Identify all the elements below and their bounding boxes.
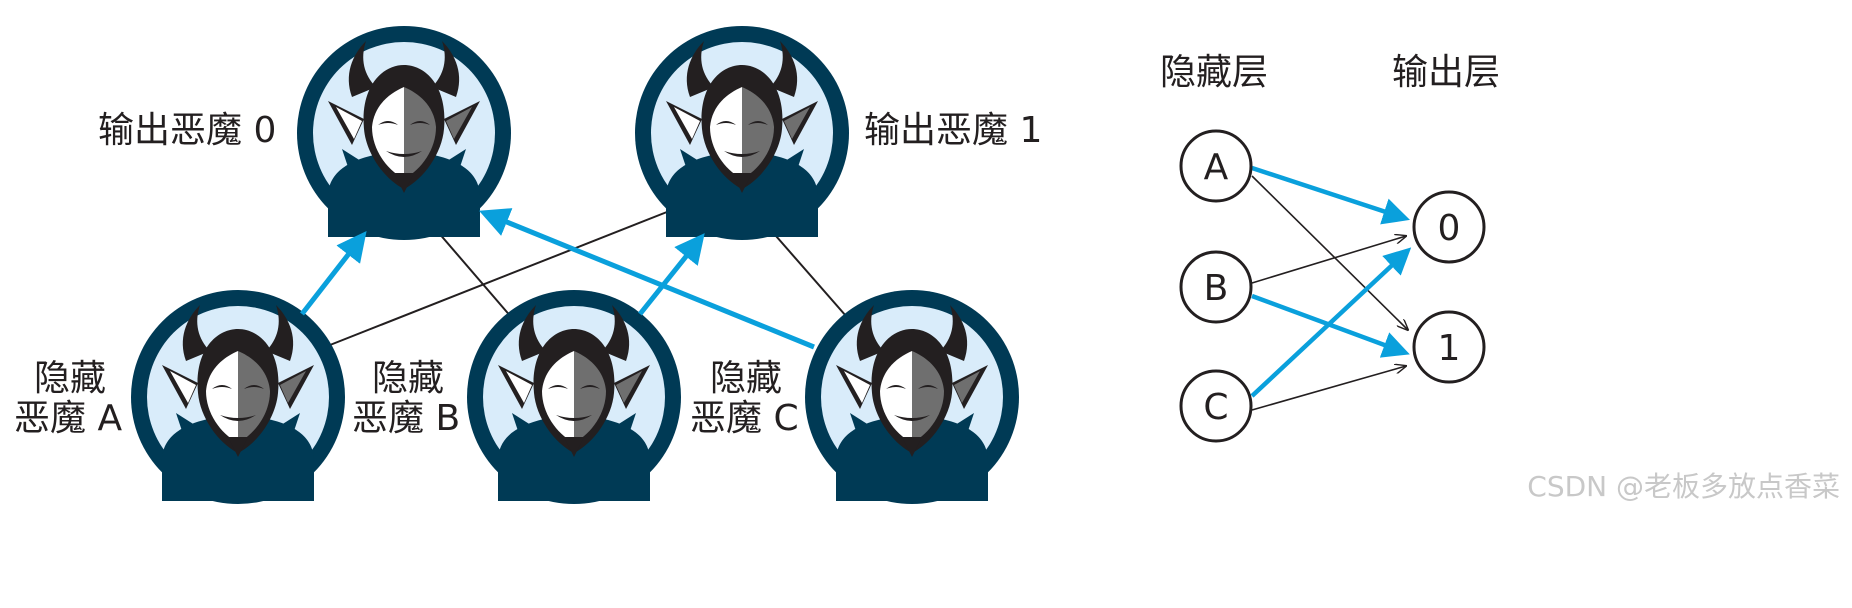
hidden-node-B-label: B <box>1204 268 1229 309</box>
edge-C-1 <box>775 235 847 317</box>
output-node-0: 0 <box>1412 190 1486 264</box>
right-weak-edges <box>1251 175 1408 411</box>
output-devil-1-label: 输出恶魔 1 <box>864 110 1042 151</box>
output-node-0-label: 0 <box>1438 208 1461 249</box>
hidden-devil-B <box>467 290 681 504</box>
hidden-devil-C-label-line1: 隐藏 <box>710 358 782 399</box>
hidden-devil-B-label-line1: 隐藏 <box>372 358 444 399</box>
hidden-node-B: B <box>1179 250 1253 324</box>
hidden-devil-C-label-line2: 恶魔 C <box>690 398 799 439</box>
hidden-devil-A-label-line1: 隐藏 <box>34 358 106 399</box>
output-devil-0 <box>297 26 511 240</box>
net-arrow-A-0 <box>1251 165 1410 225</box>
hidden-node-C: C <box>1179 369 1253 443</box>
hidden-layer-header: 隐藏层 <box>1160 52 1268 93</box>
arrow-C-0 <box>479 208 815 350</box>
net-edge-B-0 <box>1251 236 1406 284</box>
output-devil-1 <box>635 26 849 240</box>
hidden-node-A: A <box>1179 129 1253 203</box>
net-edge-A-1 <box>1251 175 1408 330</box>
arrow-B-1 <box>638 233 705 316</box>
net-arrow-C-0 <box>1250 247 1412 398</box>
hidden-devil-A-label-line2: 恶魔 A <box>14 398 122 439</box>
output-devil-0-label: 输出恶魔 0 <box>98 110 276 151</box>
hidden-devil-B-label-line2: 恶魔 B <box>352 398 460 439</box>
output-node-1: 1 <box>1412 310 1486 384</box>
hidden-node-A-label: A <box>1204 147 1229 188</box>
hidden-node-C-label: C <box>1203 387 1228 428</box>
left-weak-edges <box>329 209 847 346</box>
net-edge-C-1 <box>1251 366 1406 411</box>
right-strong-edges <box>1250 165 1412 398</box>
left-strong-edges <box>300 208 815 350</box>
watermark: CSDN @老板多放点香菜 <box>1527 470 1840 503</box>
edge-A-1 <box>329 209 673 346</box>
hidden-devil-C <box>805 290 1019 504</box>
output-node-1-label: 1 <box>1438 328 1461 369</box>
net-arrow-B-1 <box>1251 293 1410 358</box>
arrow-A-0 <box>300 230 367 316</box>
hidden-devil-A <box>131 290 345 504</box>
edge-B-0 <box>437 231 513 319</box>
output-layer-header: 输出层 <box>1392 52 1500 93</box>
